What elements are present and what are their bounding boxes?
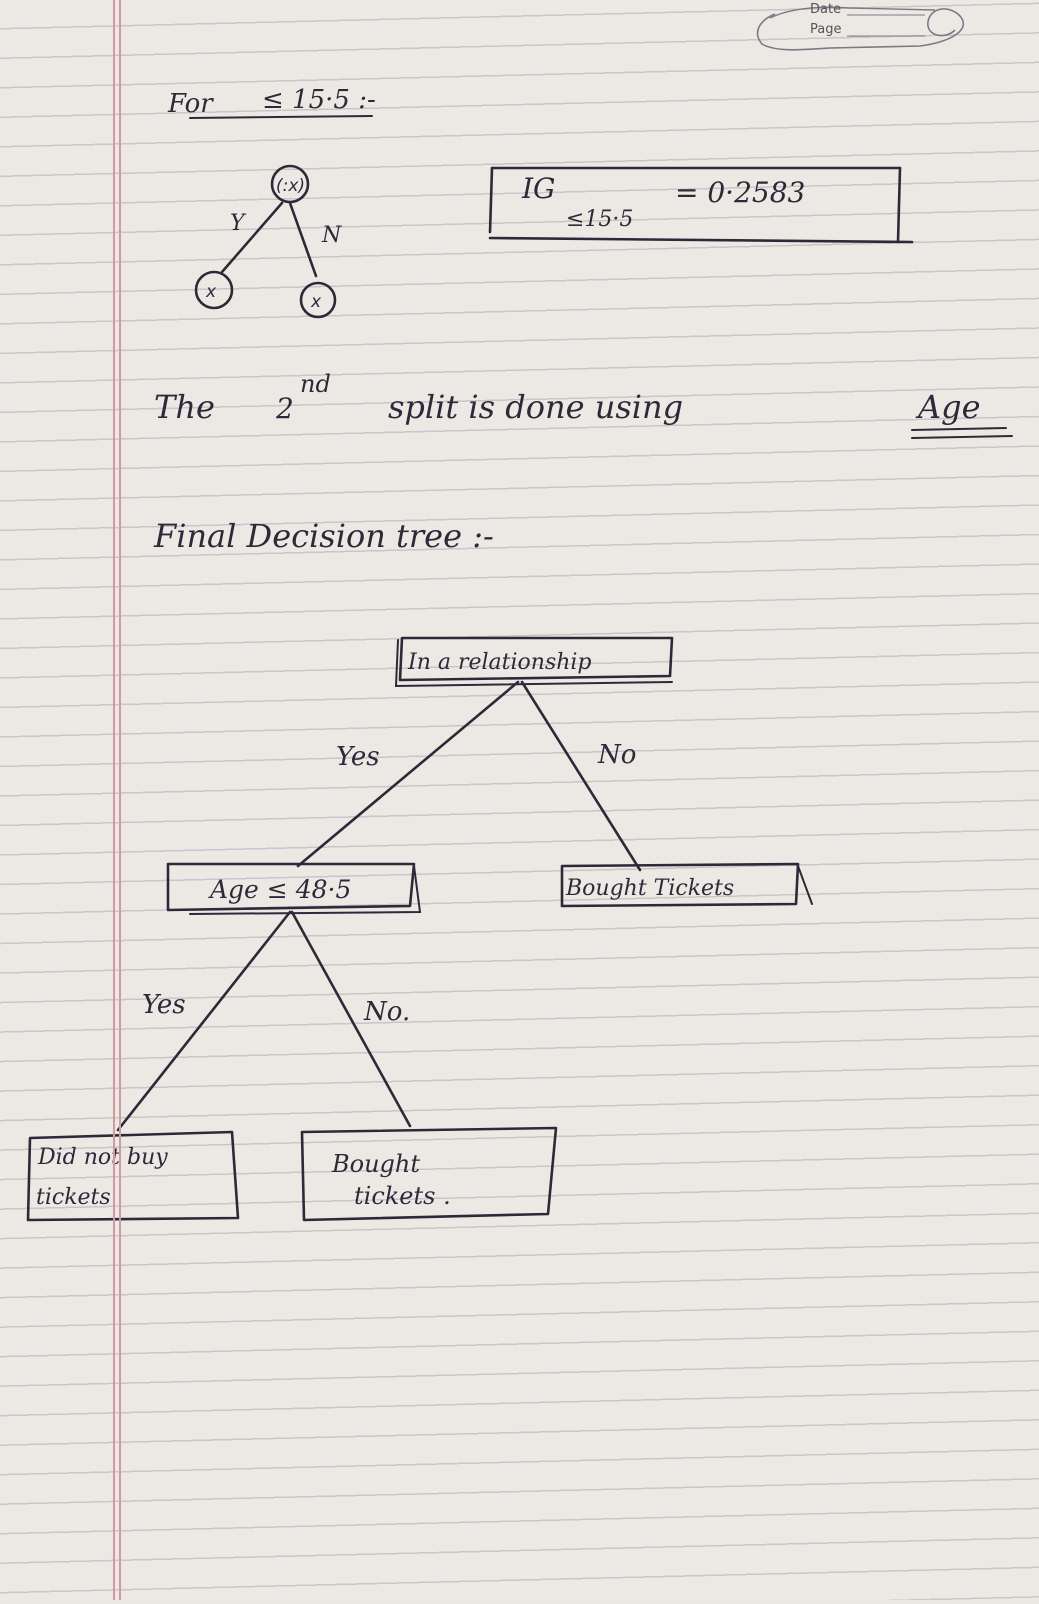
left-leaf-line2: tickets xyxy=(36,1185,111,1210)
mini-tree-right-node xyxy=(299,281,337,319)
mini-tree-left-symbol: x xyxy=(205,282,217,302)
age-no-label: No. xyxy=(363,997,410,1027)
root-node-label: In a relationship xyxy=(407,650,592,675)
age-yes-label: Yes xyxy=(142,990,186,1020)
split-statement: The 2 nd split is done using Age xyxy=(154,370,1013,439)
right-leaf-label: Bought Tickets xyxy=(565,876,734,901)
heading-condition: ≤ 15·5 :- xyxy=(262,85,376,115)
ig-label: IG xyxy=(521,172,555,205)
bottom-right-leaf-box xyxy=(300,1126,558,1222)
margin-line-left xyxy=(113,0,115,1600)
mini-tree-right-symbol: x xyxy=(310,292,322,312)
margin-line-right xyxy=(119,0,121,1600)
statement-attribute: Age xyxy=(915,388,981,426)
mini-tree-root-symbol: (:x) xyxy=(276,176,305,196)
left-leaf-box xyxy=(26,1130,240,1222)
statement-ordinal-suffix: nd xyxy=(300,370,331,398)
right-leaf-box xyxy=(560,862,800,908)
age-no-edge xyxy=(290,910,412,1128)
left-leaf-line1: Did not buy xyxy=(37,1145,168,1170)
heading-prefix: For xyxy=(167,89,214,119)
mini-tree-no-label: N xyxy=(321,223,342,248)
root-yes-label: Yes xyxy=(336,742,380,772)
final-tree-title: Final Decision tree :- xyxy=(153,517,494,555)
age-node-label: Age ≤ 48·5 xyxy=(208,875,351,904)
age-node-box xyxy=(166,862,416,912)
statement-before: The xyxy=(154,388,215,426)
date-page-header: Date Page xyxy=(756,2,965,51)
mini-tree: (:x) Y N x x xyxy=(194,164,342,319)
mini-tree-left-node xyxy=(194,270,234,310)
bottom-right-leaf-line2: tickets . xyxy=(354,1182,451,1210)
statement-after: split is done using xyxy=(388,388,683,426)
split-heading: For ≤ 15·5 :- xyxy=(167,85,376,119)
ig-subscript: ≤15·5 xyxy=(566,207,633,232)
decision-tree: In a relationship Yes No Age ≤ 48·5 Boug… xyxy=(26,636,813,1222)
information-gain-box: IG ≤15·5 = 0·2583 xyxy=(488,166,914,244)
root-no-edge xyxy=(520,680,642,872)
root-node-box xyxy=(398,636,674,682)
bottom-right-leaf-line1: Bought xyxy=(331,1150,420,1178)
age-yes-edge xyxy=(116,910,292,1132)
statement-ordinal-number: 2 xyxy=(275,392,294,425)
page-label: Page xyxy=(810,22,841,37)
date-label: Date xyxy=(810,2,841,17)
ig-value: = 0·2583 xyxy=(675,176,805,209)
root-no-label: No xyxy=(597,740,636,770)
root-yes-edge xyxy=(296,680,520,868)
mini-tree-yes-label: Y xyxy=(230,211,247,236)
